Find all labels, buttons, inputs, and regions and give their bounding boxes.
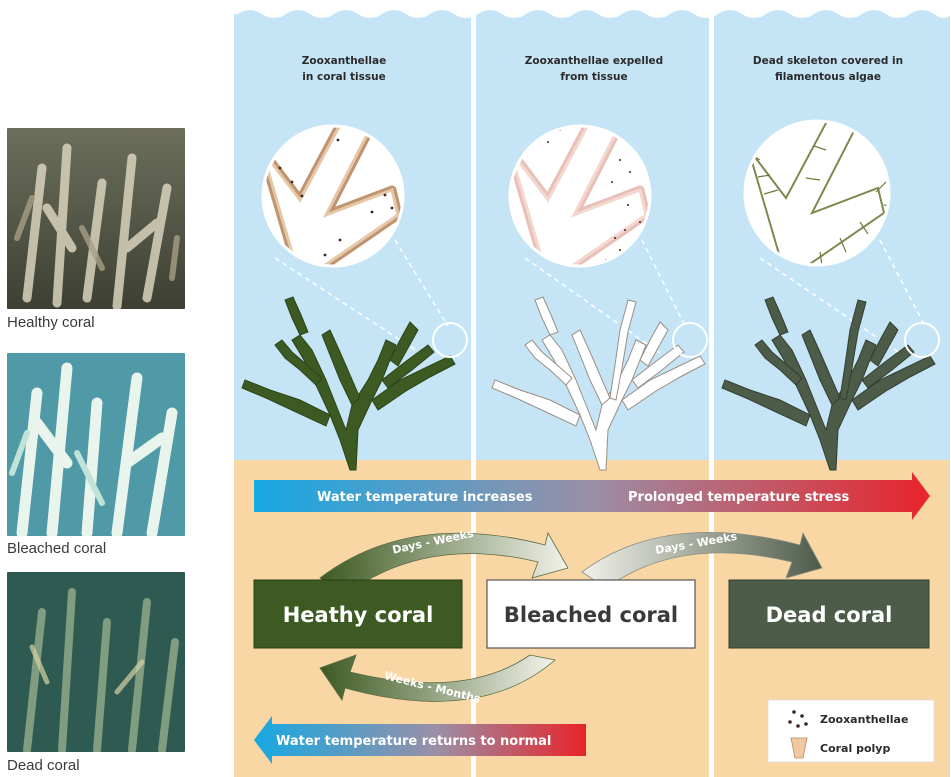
- panel-1-caption-line-1: Zooxanthellae: [302, 55, 386, 67]
- healthy-coral-box: Heathy coral: [254, 580, 462, 648]
- panel-divider-1: [471, 0, 476, 777]
- temperature-increases-label: Water temperature increases: [317, 490, 533, 505]
- panel-1-caption-line-2: in coral tissue: [302, 71, 385, 83]
- temperature-returns-label: Water temperature returns to normal: [276, 734, 551, 749]
- prolonged-stress-label: Prolonged temperature stress: [628, 490, 849, 505]
- panel-2-caption-line-1: Zooxanthellae expelled: [525, 55, 663, 67]
- healthy-coral-label: Heathy coral: [283, 603, 434, 627]
- panel-3-caption-line-1: Dead skeleton covered in: [753, 55, 903, 67]
- dead-coral-label: Dead coral: [766, 603, 893, 627]
- panel-3-caption-line-2: filamentous algae: [775, 71, 881, 83]
- legend-polyp-label: Coral polyp: [820, 742, 890, 755]
- panel-2-caption-line-2: from tissue: [560, 71, 627, 83]
- bleached-coral-box: Bleached coral: [487, 580, 695, 648]
- panel-divider-2: [709, 0, 714, 777]
- dead-coral-box: Dead coral: [729, 580, 929, 648]
- legend: Zooxanthellae Coral polyp: [768, 700, 934, 762]
- bleached-coral-label: Bleached coral: [504, 603, 678, 627]
- legend-zooxanthellae-label: Zooxanthellae: [820, 713, 908, 726]
